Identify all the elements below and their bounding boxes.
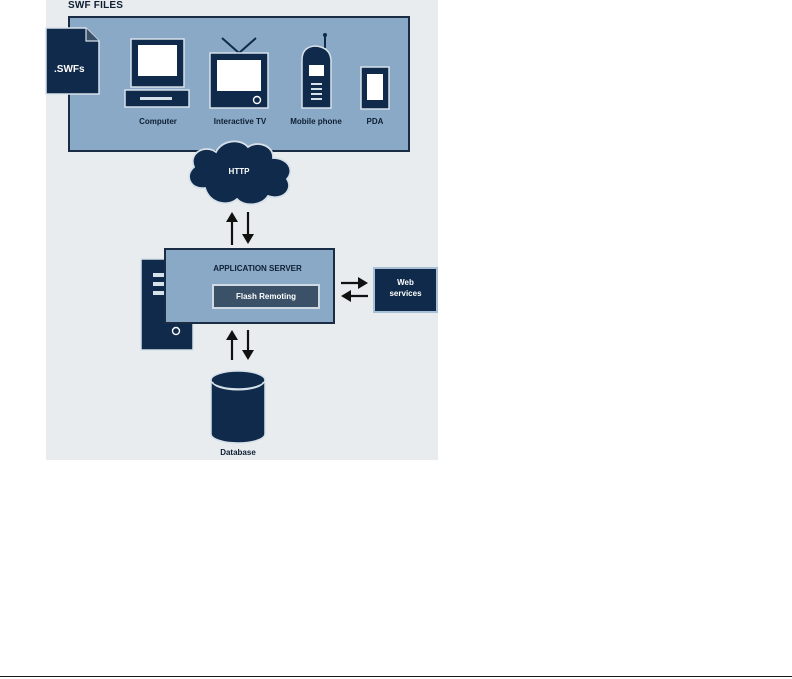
web-services-label-line2: services [389, 289, 422, 298]
flash-remoting-box [212, 284, 320, 309]
arrows-server-database [226, 330, 254, 360]
pda-icon [360, 66, 390, 110]
diagram-title: SWF FILES [68, 0, 124, 11]
tv-icon [209, 37, 269, 109]
computer-icon [124, 38, 190, 108]
database-icon [210, 370, 266, 444]
web-services-label-line1: Web [397, 278, 414, 287]
page-bottom-rule [0, 676, 792, 677]
mobile-phone-icon [301, 33, 332, 109]
arrows-server-webservices [341, 277, 368, 302]
swf-file-label: .SWFs [54, 64, 85, 75]
computer-label: Computer [139, 117, 177, 126]
swf-file-icon [45, 27, 100, 95]
mobile-phone-label: Mobile phone [290, 117, 342, 126]
http-cloud-label: HTTP [228, 167, 250, 176]
web-services-box [373, 267, 438, 313]
arrows-cloud-server [226, 212, 254, 245]
interactive-tv-label: Interactive TV [213, 117, 267, 126]
http-cloud [188, 140, 292, 206]
database-label: Database [220, 448, 256, 457]
pda-label: PDA [366, 117, 384, 126]
flash-remoting-label: Flash Remoting [235, 292, 296, 301]
application-server-label: APPLICATION SERVER [213, 264, 302, 273]
